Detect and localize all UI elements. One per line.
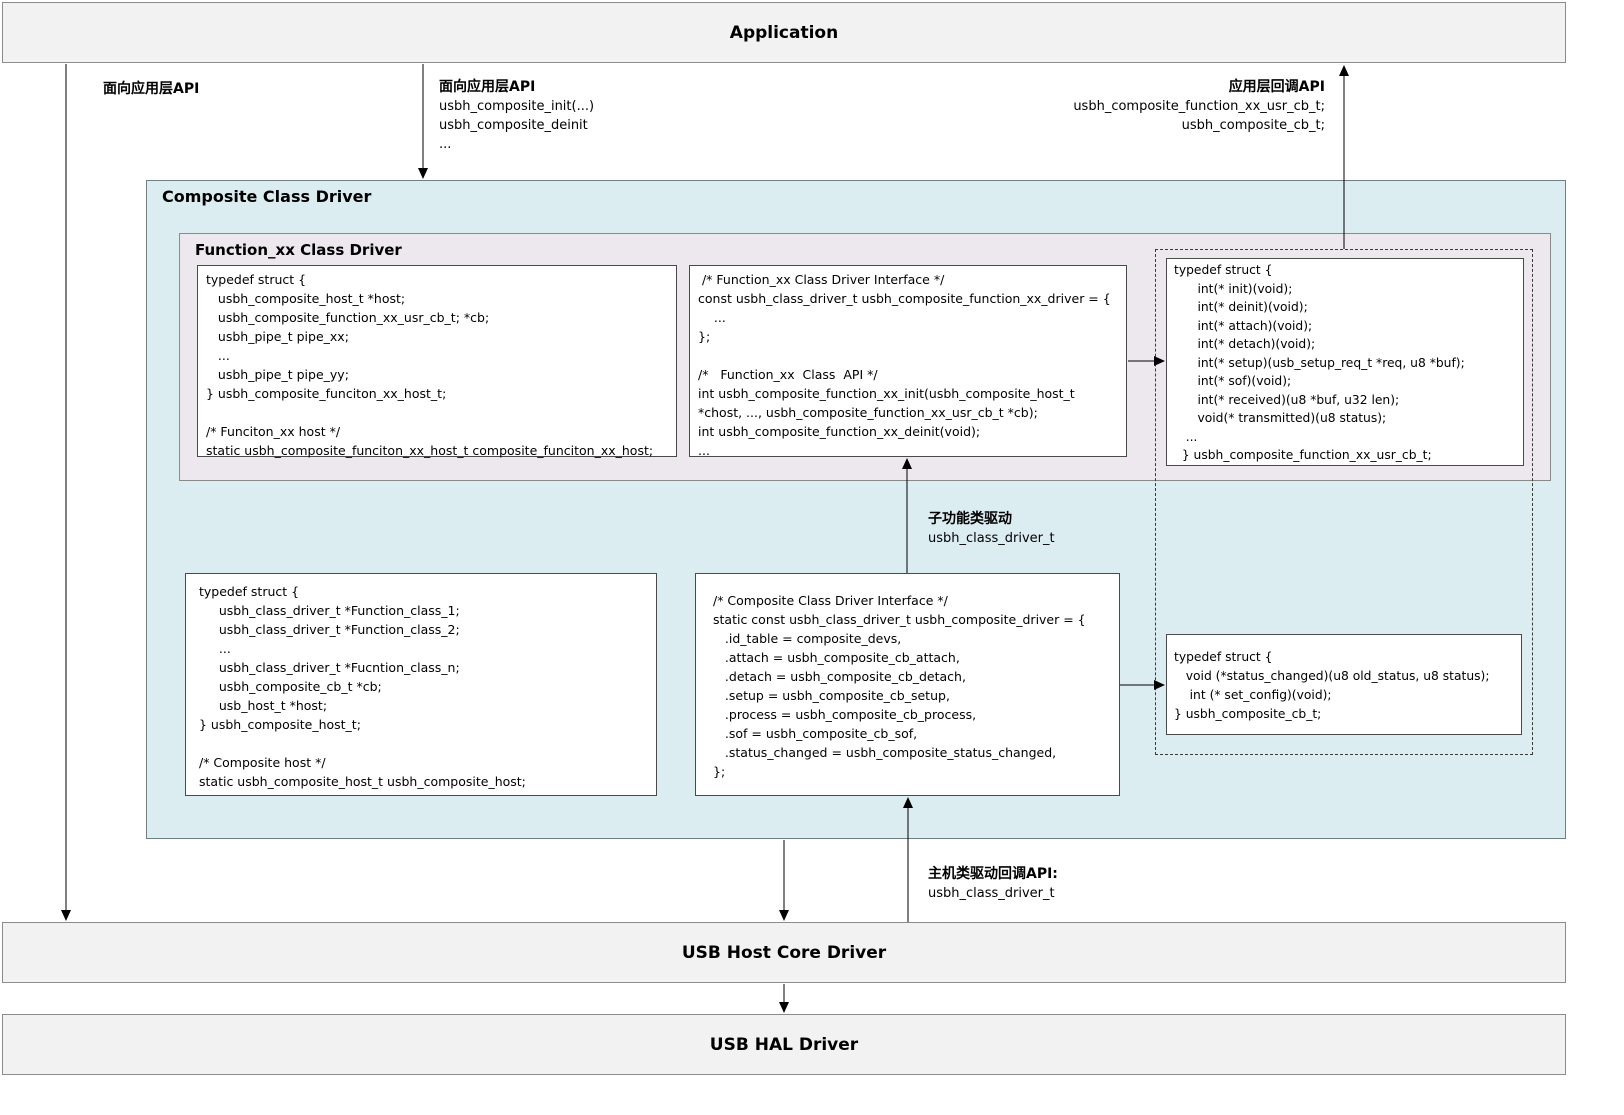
code-line: void (*status_changed)(u8 old_status, u8…: [1174, 669, 1490, 683]
code-line: } usbh_composite_cb_t;: [1174, 707, 1322, 721]
center-app-api-line: usbh_composite_deinit: [439, 118, 588, 133]
sub-function-driver-line: usbh_class_driver_t: [928, 531, 1055, 546]
composite-host-struct-code: typedef struct { usbh_class_driver_t *Fu…: [199, 582, 526, 791]
host-driver-callback-label: 主机类驱动回调API: usbh_class_driver_t: [928, 865, 1058, 903]
app-callback-api-heading: 应用层回调API: [1228, 79, 1325, 95]
code-line: .process = usbh_composite_cb_process,: [713, 707, 977, 722]
app-callback-api-line: usbh_composite_function_xx_usr_cb_t;: [1073, 99, 1325, 114]
code-line: /* Composite Class Driver Interface */: [713, 593, 948, 608]
code-line: int usbh_composite_function_xx_init(usbh…: [698, 386, 1075, 401]
usb-host-core-driver-layer: USB Host Core Driver: [2, 922, 1566, 983]
function-host-struct-code: typedef struct { usbh_composite_host_t *…: [206, 270, 653, 460]
code-line: .detach = usbh_composite_cb_detach,: [713, 669, 966, 684]
code-line: usbh_class_driver_t *Function_class_1;: [199, 603, 460, 618]
code-line: int(* setup)(usb_setup_req_t *req, u8 *b…: [1174, 355, 1465, 370]
code-line: typedef struct {: [1174, 650, 1273, 664]
code-line: .sof = usbh_composite_cb_sof,: [713, 726, 918, 741]
code-line: static const usbh_class_driver_t usbh_co…: [713, 612, 1086, 627]
code-line: static usbh_composite_funciton_xx_host_t…: [206, 443, 654, 458]
code-line: usbh_pipe_t pipe_xx;: [206, 329, 349, 344]
code-line: };: [698, 329, 711, 344]
usb-hal-driver-layer: USB HAL Driver: [2, 1014, 1566, 1075]
code-line: ...: [199, 641, 231, 656]
code-line: /* Composite host */: [199, 755, 326, 770]
code-line: .id_table = composite_devs,: [713, 631, 902, 646]
app-callback-group: [1155, 249, 1533, 755]
code-line: } usbh_composite_host_t;: [199, 717, 361, 732]
function-usr-cb-struct-box: typedef struct { int(* init)(void); int(…: [1166, 258, 1524, 466]
code-line: int(* attach)(void);: [1174, 318, 1313, 333]
code-line: usbh_class_driver_t *Fucntion_class_n;: [199, 660, 460, 675]
code-line: int(* received)(u8 *buf, u32 len);: [1174, 392, 1400, 407]
usb-hal-driver-label: USB HAL Driver: [709, 1034, 859, 1055]
code-line: [206, 403, 653, 422]
code-line: } usbh_composite_funciton_xx_host_t;: [206, 386, 447, 401]
code-line: ...: [698, 310, 726, 325]
code-line: /* Function_xx Class Driver Interface */: [698, 272, 945, 287]
code-line: typedef struct {: [206, 272, 307, 287]
code-line: const usbh_class_driver_t usbh_composite…: [698, 291, 1111, 306]
code-line: int(* sof)(void);: [1174, 374, 1292, 388]
code-line: static usbh_composite_host_t usbh_compos…: [199, 774, 526, 789]
code-line: /* Function_xx Class API */: [698, 367, 878, 382]
code-line: usbh_pipe_t pipe_yy;: [206, 367, 349, 382]
composite-class-driver-title: Composite Class Driver: [162, 187, 372, 206]
sub-function-driver-label: 子功能类驱动 usbh_class_driver_t: [928, 510, 1055, 548]
code-line: usb_host_t *host;: [199, 698, 328, 713]
composite-host-struct-box: typedef struct { usbh_class_driver_t *Fu…: [185, 573, 657, 796]
code-line: *chost, ..., usbh_composite_function_xx_…: [698, 405, 1038, 420]
code-line: void(* transmitted)(u8 status);: [1174, 411, 1387, 425]
center-app-api-line: usbh_composite_init(...): [439, 99, 595, 114]
composite-cb-struct-code: typedef struct { void (*status_changed)(…: [1174, 648, 1489, 724]
center-app-api-heading: 面向应用层API: [439, 79, 536, 95]
code-line: } usbh_composite_function_xx_usr_cb_t;: [1174, 448, 1432, 462]
code-line: ...: [698, 443, 710, 458]
function-host-struct-box: typedef struct { usbh_composite_host_t *…: [197, 265, 677, 460]
sub-function-driver-heading: 子功能类驱动: [928, 511, 1012, 527]
host-driver-callback-heading: 主机类驱动回调API:: [928, 866, 1058, 882]
code-line: int (* set_config)(void);: [1174, 688, 1332, 702]
code-line: ...: [206, 348, 230, 363]
app-callback-api-line: usbh_composite_cb_t;: [1181, 118, 1325, 133]
application-label: Application: [729, 22, 839, 43]
center-app-api-label: 面向应用层API usbh_composite_init(...) usbh_c…: [439, 78, 594, 154]
application-layer: Application: [2, 2, 1566, 63]
code-line: int(* init)(void);: [1174, 281, 1293, 296]
usb-host-core-driver-label: USB Host Core Driver: [681, 942, 887, 963]
code-line: [698, 346, 1111, 365]
function-usr-cb-struct-code: typedef struct { int(* init)(void); int(…: [1174, 261, 1465, 465]
code-line: usbh_class_driver_t *Function_class_2;: [199, 622, 460, 637]
code-line: };: [713, 764, 726, 779]
app-callback-api-label: 应用层回调API usbh_composite_function_xx_usr_…: [1073, 78, 1325, 135]
code-line: int(* deinit)(void);: [1174, 300, 1308, 314]
code-line: .status_changed = usbh_composite_status_…: [713, 745, 1057, 760]
code-line: typedef struct {: [1174, 263, 1273, 277]
center-app-api-line: ...: [439, 137, 452, 152]
code-line: [199, 734, 526, 753]
left-app-api-heading: 面向应用层API: [103, 81, 200, 97]
code-line: int usbh_composite_function_xx_deinit(vo…: [698, 424, 981, 439]
function-driver-interface-box: /* Function_xx Class Driver Interface */…: [689, 265, 1127, 460]
code-line: /* Funciton_xx host */: [206, 424, 341, 439]
code-line: typedef struct {: [199, 584, 300, 599]
code-line: usbh_composite_function_xx_usr_cb_t; *cb…: [206, 310, 490, 325]
code-line: .setup = usbh_composite_cb_setup,: [713, 688, 950, 703]
composite-driver-interface-box: /* Composite Class Driver Interface */ s…: [695, 573, 1120, 796]
code-line: int(* detach)(void);: [1174, 337, 1316, 351]
composite-cb-struct-box: typedef struct { void (*status_changed)(…: [1166, 634, 1522, 735]
code-line: usbh_composite_host_t *host;: [206, 291, 406, 306]
function-driver-interface-code: /* Function_xx Class Driver Interface */…: [698, 270, 1111, 460]
code-line: ...: [1174, 429, 1198, 444]
left-app-api-label: 面向应用层API: [103, 80, 199, 99]
code-line: .attach = usbh_composite_cb_attach,: [713, 650, 960, 665]
code-line: usbh_composite_cb_t *cb;: [199, 679, 382, 694]
function-class-driver-title: Function_xx Class Driver: [195, 241, 402, 259]
host-driver-callback-line: usbh_class_driver_t: [928, 886, 1055, 901]
composite-driver-interface-code: /* Composite Class Driver Interface */ s…: [713, 591, 1086, 781]
